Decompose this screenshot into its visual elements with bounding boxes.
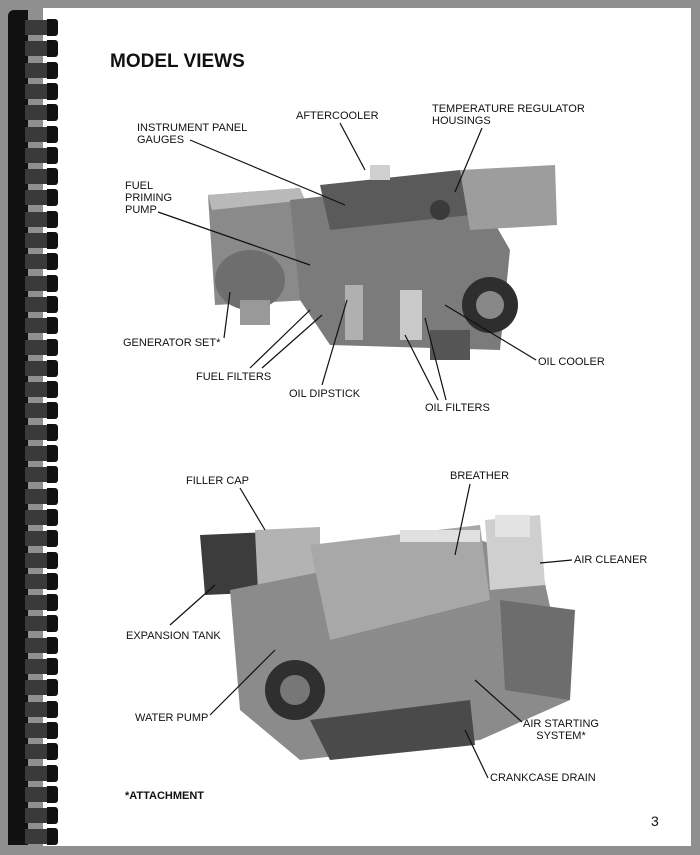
binding-ring [25, 658, 61, 675]
binding-ring [25, 381, 61, 399]
binding-ring [25, 253, 61, 271]
label-air-cleaner: AIR CLEANER [574, 554, 648, 566]
label-line: HOUSINGS [432, 115, 491, 127]
label-water-pump: WATER PUMP [135, 712, 209, 724]
label-fuel-filters: FUEL FILTERS [196, 371, 272, 383]
label-breather: BREATHER [450, 470, 510, 482]
binding-ring [25, 40, 61, 58]
binding-ring [25, 232, 61, 249]
label-line: AIR STARTING [523, 718, 599, 730]
binding-ring [25, 168, 61, 186]
page-number: 3 [651, 813, 659, 829]
label-line: SYSTEM* [536, 730, 586, 742]
binding-ring [25, 636, 61, 654]
label-oil-filters: OIL FILTERS [425, 402, 490, 414]
binding-ring [25, 82, 61, 100]
binding-ring [25, 700, 61, 718]
label-crankcase-drain: CRANKCASE DRAIN [490, 772, 596, 784]
binding-ring [25, 764, 61, 782]
label-aftercooler: AFTERCOOLER [296, 110, 379, 122]
label-oil-cooler: OIL COOLER [538, 356, 605, 368]
label-temperature-regulator: TEMPERATURE REGULATOR HOUSINGS [432, 103, 585, 127]
label-line: GAUGES [137, 134, 185, 146]
binding-ring [25, 551, 61, 569]
page-title: MODEL VIEWS [110, 51, 245, 72]
label-line: INSTRUMENT PANEL [137, 122, 248, 134]
label-line: FUEL [125, 180, 154, 192]
label-line: PUMP [125, 204, 157, 216]
binding-ring [25, 785, 61, 803]
binding-ring [25, 19, 61, 36]
label-oil-dipstick: OIL DIPSTICK [289, 388, 361, 400]
bottom-engine-photo [200, 515, 575, 760]
label-filler-cap: FILLER CAP [186, 475, 249, 487]
binding-ring [25, 295, 61, 313]
top-engine-photo [208, 165, 557, 360]
label-line: PRIMING [125, 192, 173, 204]
binding-ring [25, 679, 61, 697]
binding-ring [25, 210, 61, 228]
binding-ring [25, 61, 61, 79]
label-generator-set: GENERATOR SET* [123, 337, 221, 349]
binding-ring [25, 466, 61, 484]
binding-ring [25, 508, 61, 526]
label-fuel-priming-pump: FUEL PRIMING PUMP [125, 180, 172, 216]
label-air-starting-system: AIR STARTING SYSTEM* [523, 718, 599, 742]
label-line: TEMPERATURE REGULATOR [432, 103, 585, 115]
binding-ring [25, 572, 61, 590]
spiral-binding-spine [8, 10, 28, 845]
binding-ring [25, 338, 61, 356]
binding-ring [25, 594, 61, 612]
binding-ring [25, 104, 61, 122]
binding-ring [25, 146, 61, 164]
leader-lines [157, 122, 573, 779]
binding-ring [25, 828, 61, 846]
binding-ring [25, 423, 61, 441]
footnote-attachment: *ATTACHMENT [125, 790, 205, 802]
binding-ring [25, 743, 61, 761]
binding-ring [25, 487, 61, 505]
binding-ring [25, 274, 61, 292]
binding-ring [25, 530, 61, 548]
binding-ring [25, 807, 61, 825]
label-expansion-tank: EXPANSION TANK [126, 630, 221, 642]
binding-ring [25, 445, 61, 462]
binding-ring [25, 615, 61, 633]
binding-ring [25, 359, 61, 377]
binding-ring [25, 721, 61, 739]
binding-ring [25, 402, 61, 420]
binding-ring [25, 189, 61, 207]
label-instrument-panel-gauges: INSTRUMENT PANEL GAUGES [137, 122, 247, 146]
binding-ring [25, 125, 61, 143]
binding-ring [25, 317, 61, 335]
